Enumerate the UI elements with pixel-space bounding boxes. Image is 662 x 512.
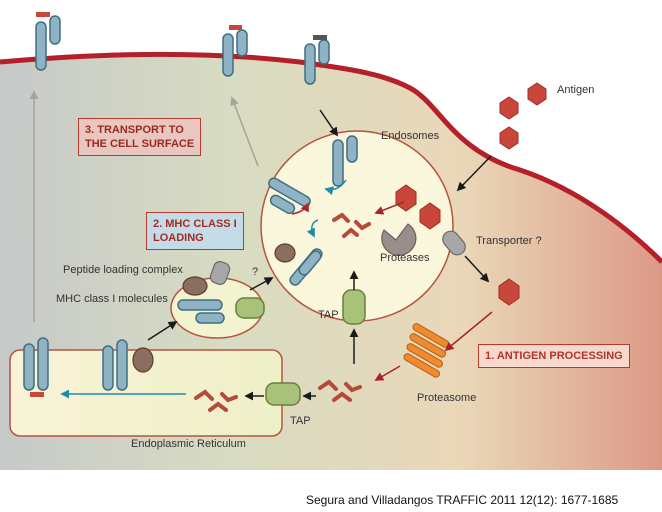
tap-lower-label: TAP xyxy=(290,415,311,427)
er-mhc-molecule-left xyxy=(23,337,49,397)
transport-arrows xyxy=(29,90,493,401)
endosome-mhc-molecule-bottom xyxy=(274,243,323,286)
transporter xyxy=(442,230,466,256)
step-3-transport-box: 3. TRANSPORT TO THE CELL SURFACE xyxy=(78,118,202,156)
citation: Segura and Villadangos TRAFFIC 2011 12(1… xyxy=(306,493,619,507)
endosome-mhc-molecule-left xyxy=(268,177,311,215)
protease xyxy=(381,223,417,256)
endoplasmic-reticulum-label: Endoplasmic Reticulum xyxy=(131,438,246,450)
endosomes-label: Endosomes xyxy=(381,130,440,142)
endosome-peptides xyxy=(332,212,371,238)
surface-mhc-molecule-2 xyxy=(222,25,248,77)
step-2-line-1: 2. MHC CLASS I xyxy=(153,218,237,230)
peptide-loading-complex xyxy=(177,261,265,324)
plasma-membrane xyxy=(0,51,662,264)
endosome-mhc-molecule-top xyxy=(332,135,358,187)
tap-lower xyxy=(265,382,301,406)
cytosol-peptides xyxy=(318,379,362,402)
proteases-label: Proteases xyxy=(380,252,430,264)
step-3-line-2: THE CELL SURFACE xyxy=(85,138,195,150)
transporter-label: Transporter ? xyxy=(476,235,542,247)
step-2-loading-box: 2. MHC CLASS I LOADING xyxy=(146,212,244,250)
antigen-hexagon xyxy=(395,82,547,306)
surface-mhc-molecule-3 xyxy=(304,35,330,85)
tap-upper xyxy=(342,289,366,325)
surface-mhc-molecule-1 xyxy=(35,12,61,71)
question-mark-label: ? xyxy=(252,266,259,278)
proteasome-label: Proteasome xyxy=(417,392,477,404)
proteasome xyxy=(403,323,450,378)
step-2-line-2: LOADING xyxy=(153,232,204,244)
step-1-antigen-processing-box: 1. ANTIGEN PROCESSING xyxy=(478,344,630,368)
er-peptides xyxy=(194,389,238,412)
step-3-line-1: 3. TRANSPORT TO xyxy=(85,124,184,136)
mhc-class-i-molecules-label: MHC class I molecules xyxy=(56,293,168,305)
peptide-loading-complex-label: Peptide loading complex xyxy=(63,264,183,276)
antigen-label: Antigen xyxy=(557,84,595,96)
tap-upper-label: TAP xyxy=(318,309,339,321)
er-mhc-molecule-right xyxy=(102,339,154,391)
